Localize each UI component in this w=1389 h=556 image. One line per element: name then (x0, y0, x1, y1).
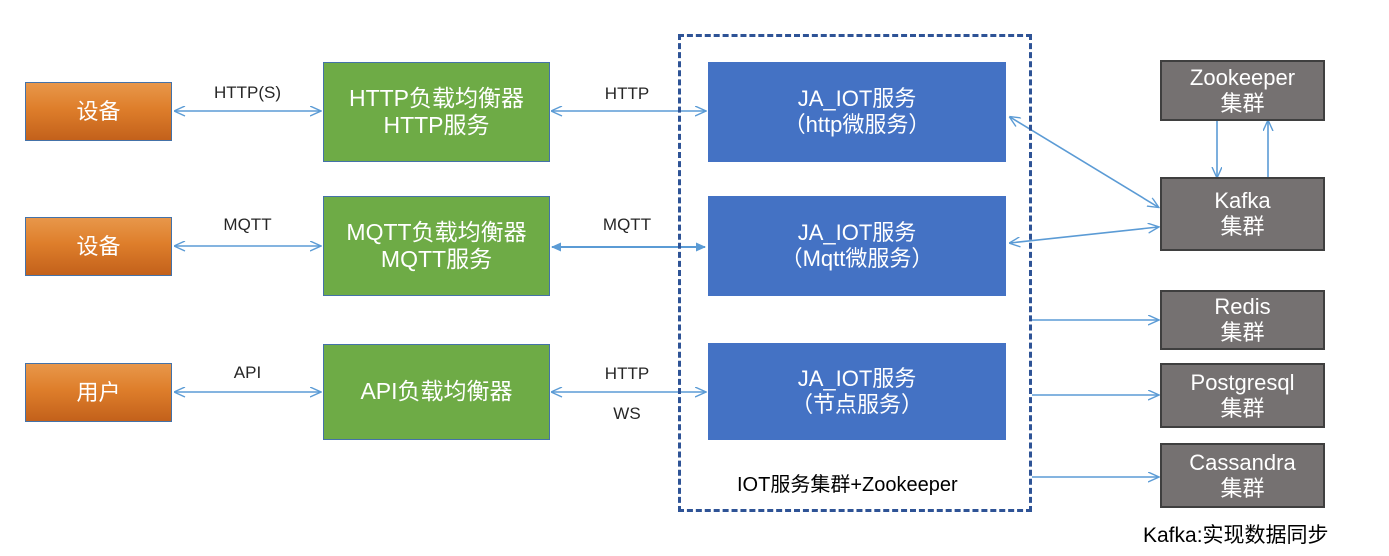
link-label-client-mqtt: MQTT (175, 215, 320, 235)
cluster-label-line1: Kafka (1214, 188, 1271, 214)
link-label-text: MQTT (602, 215, 652, 234)
client-box-device-mqtt[interactable]: 设备 (25, 217, 172, 276)
link-label-client-http: HTTP(S) (175, 83, 320, 103)
link-label-text: WS (613, 404, 641, 423)
cluster-label-line2: 集群 (1220, 395, 1265, 421)
balancer-label-line2: MQTT服务 (380, 246, 493, 272)
service-label-line1: JA_IOT服务 (797, 365, 917, 391)
cluster-box-cassandra[interactable]: Cassandra 集群 (1160, 443, 1325, 508)
cluster-label-line2: 集群 (1220, 475, 1265, 501)
link-label-text: HTTP (604, 364, 650, 383)
link-label-service-http: HTTP (552, 84, 702, 104)
client-label: 设备 (76, 98, 121, 124)
iot-service-cluster-group (678, 34, 1032, 512)
client-label: 设备 (76, 233, 121, 259)
cluster-label-line2: 集群 (1220, 214, 1265, 239)
balancer-box-http-lb[interactable]: HTTP负载均衡器 HTTP服务 (323, 62, 550, 162)
link-label-text: API (233, 363, 262, 382)
service-label-line2: （节点服务） (790, 391, 923, 417)
kafka-sync-note: Kafka:实现数据同步 (1143, 519, 1329, 549)
cluster-label-line2: 集群 (1220, 90, 1265, 116)
client-box-user-api[interactable]: 用户 (25, 363, 172, 422)
service-box-ja-iot-node[interactable]: JA_IOT服务 （节点服务） (708, 343, 1006, 440)
balancer-label-line2: HTTP服务 (383, 112, 490, 138)
link-label-text: HTTP(S) (213, 83, 282, 102)
cluster-box-redis[interactable]: Redis 集群 (1160, 290, 1325, 350)
group-caption-text: IOT服务集群+Zookeeper (737, 474, 958, 496)
link-http-service-kafka (1010, 117, 1158, 207)
service-box-ja-iot-mqtt[interactable]: JA_IOT服务 （Mqtt微服务） (708, 196, 1006, 296)
service-box-ja-iot-http[interactable]: JA_IOT服务 （http微服务） (708, 62, 1006, 162)
link-label-text: HTTP (604, 84, 650, 103)
cluster-label-line1: Redis (1214, 294, 1271, 320)
link-label-service-api-ws: WS (552, 404, 702, 424)
cluster-label-line1: Postgresql (1190, 369, 1295, 395)
balancer-label-line1: HTTP负载均衡器 (348, 84, 525, 111)
group-caption: IOT服务集群+Zookeeper (737, 468, 958, 497)
balancer-box-mqtt-lb[interactable]: MQTT负载均衡器 MQTT服务 (323, 196, 550, 296)
balancer-label-line1: MQTT负载均衡器 (346, 218, 527, 245)
cluster-label-line1: Zookeeper (1189, 64, 1296, 90)
link-label-text: MQTT (223, 215, 272, 234)
link-label-service-api-http: HTTP (552, 364, 702, 384)
service-label-line2: （Mqtt微服务） (780, 246, 934, 271)
link-mqtt-service-kafka (1010, 227, 1158, 243)
kafka-sync-note-text: Kafka:实现数据同步 (1143, 524, 1329, 547)
balancer-label-line1: API负载均衡器 (360, 378, 513, 405)
client-box-device-http[interactable]: 设备 (25, 82, 172, 141)
service-label-line1: JA_IOT服务 (797, 86, 917, 112)
link-label-service-mqtt: MQTT (552, 215, 702, 235)
cluster-box-zookeeper[interactable]: Zookeeper 集群 (1160, 60, 1325, 121)
link-label-client-api: API (175, 363, 320, 383)
cluster-box-postgresql[interactable]: Postgresql 集群 (1160, 363, 1325, 428)
balancer-box-api-lb[interactable]: API负载均衡器 (323, 344, 550, 440)
service-label-line2: （http微服务） (783, 112, 931, 137)
service-label-line1: JA_IOT服务 (797, 220, 917, 246)
cluster-label-line1: Cassandra (1189, 449, 1296, 475)
client-label: 用户 (76, 379, 121, 405)
cluster-label-line2: 集群 (1220, 320, 1265, 345)
cluster-box-kafka[interactable]: Kafka 集群 (1160, 177, 1325, 251)
